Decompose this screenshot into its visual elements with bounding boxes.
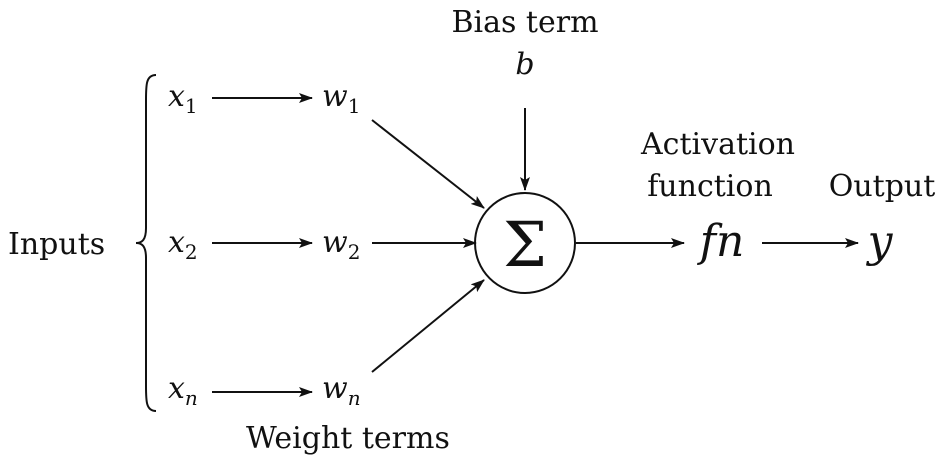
weight-arrow-1 (371, 119, 485, 209)
weight-w2: w2 (322, 225, 360, 264)
input-xn: xn (168, 371, 198, 410)
output-symbol: y (866, 216, 894, 267)
bias-symbol: b (515, 47, 534, 82)
input-x1: x1 (168, 79, 198, 118)
inputs-brace (135, 74, 157, 412)
input-x2: x2 (168, 225, 198, 264)
weight-wn: wn (322, 371, 361, 410)
inputs-label: Inputs (8, 227, 105, 262)
weight-terms-label: Weight terms (246, 421, 450, 456)
activation-symbol: fn (697, 216, 745, 267)
summation-symbol: Σ (503, 208, 547, 281)
summation-node (474, 192, 576, 294)
bias-term-label: Bias term (451, 5, 598, 40)
activation-label-line2: function (647, 169, 773, 204)
weight-arrow-n (371, 279, 485, 373)
activation-label-line1: Activation (640, 127, 795, 162)
output-label: Output (829, 169, 936, 204)
weight-w1: w1 (322, 79, 360, 118)
